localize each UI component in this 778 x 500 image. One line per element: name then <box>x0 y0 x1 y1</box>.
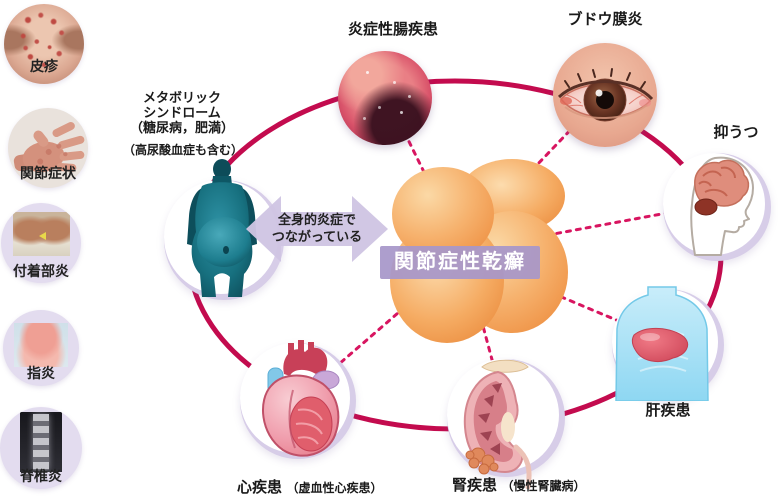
kidney-sublabel: （慢性腎臓病） <box>501 479 586 493</box>
sidebar-label-spondylitis: 脊椎炎 <box>20 468 62 484</box>
joint-symptom-photo <box>8 108 88 188</box>
heart-label-group: 心疾患 （虚血性心疾患） <box>237 476 437 497</box>
sidebar-label-joint: 関節症状 <box>20 165 76 181</box>
dactylitis-circle <box>3 310 79 386</box>
enthesitis-circle <box>1 203 81 283</box>
uveitis-eye-photo <box>553 43 657 147</box>
heart-sublabel: （虚血性心疾患） <box>286 481 383 495</box>
liver-label: 肝疾患 <box>645 402 691 419</box>
kidney-label: 腎疾患 <box>452 477 498 494</box>
spine-column <box>33 414 49 470</box>
enthesitis-photo <box>13 212 70 256</box>
dactylitis-photo <box>14 323 68 367</box>
heart-label: 心疾患 <box>237 479 283 496</box>
sidebar-label-dactylitis: 指炎 <box>27 365 55 381</box>
pointer-arrow-icon <box>38 232 46 241</box>
spine-xray-photo <box>20 412 62 472</box>
sidebar-label-rash: 皮疹 <box>30 58 58 74</box>
bridge-label-line1: 全身的炎症で <box>277 212 356 227</box>
ibd-endoscopy-photo <box>338 51 432 145</box>
metabolic-label-line3: （糖尿病，肥満） <box>129 120 234 135</box>
hand-illustration <box>13 122 85 173</box>
hub-label: 関節症性乾癬 <box>394 251 526 273</box>
ibd-label: 炎症性腸疾患 <box>347 21 438 38</box>
kidney-label-group: 腎疾患 （慢性腎臓病） <box>452 474 652 495</box>
skin-rash-photo <box>4 4 84 84</box>
bridge-arrow <box>246 196 388 262</box>
spondylitis-circle <box>0 407 82 489</box>
metabolic-note: （高尿酸血症も含む） <box>122 143 243 157</box>
uveitis-label: ブドウ膜炎 <box>567 11 643 28</box>
hub-banner: 関節症性乾癬 <box>380 246 540 279</box>
bridge-label-line2: つながっている <box>271 229 363 244</box>
eye-illustration <box>557 68 654 122</box>
sidebar-label-enthesitis: 付着部炎 <box>13 263 69 279</box>
bridge-label: 全身的炎症で つながっている <box>252 211 382 245</box>
metabolic-label-line1: メタボリック <box>142 90 221 105</box>
metabolic-label-line2: シンドローム <box>143 105 221 120</box>
metabolic-label-group: メタボリック シンドローム （糖尿病，肥満） <box>108 90 256 135</box>
depression-label: 抑うつ <box>713 124 759 141</box>
